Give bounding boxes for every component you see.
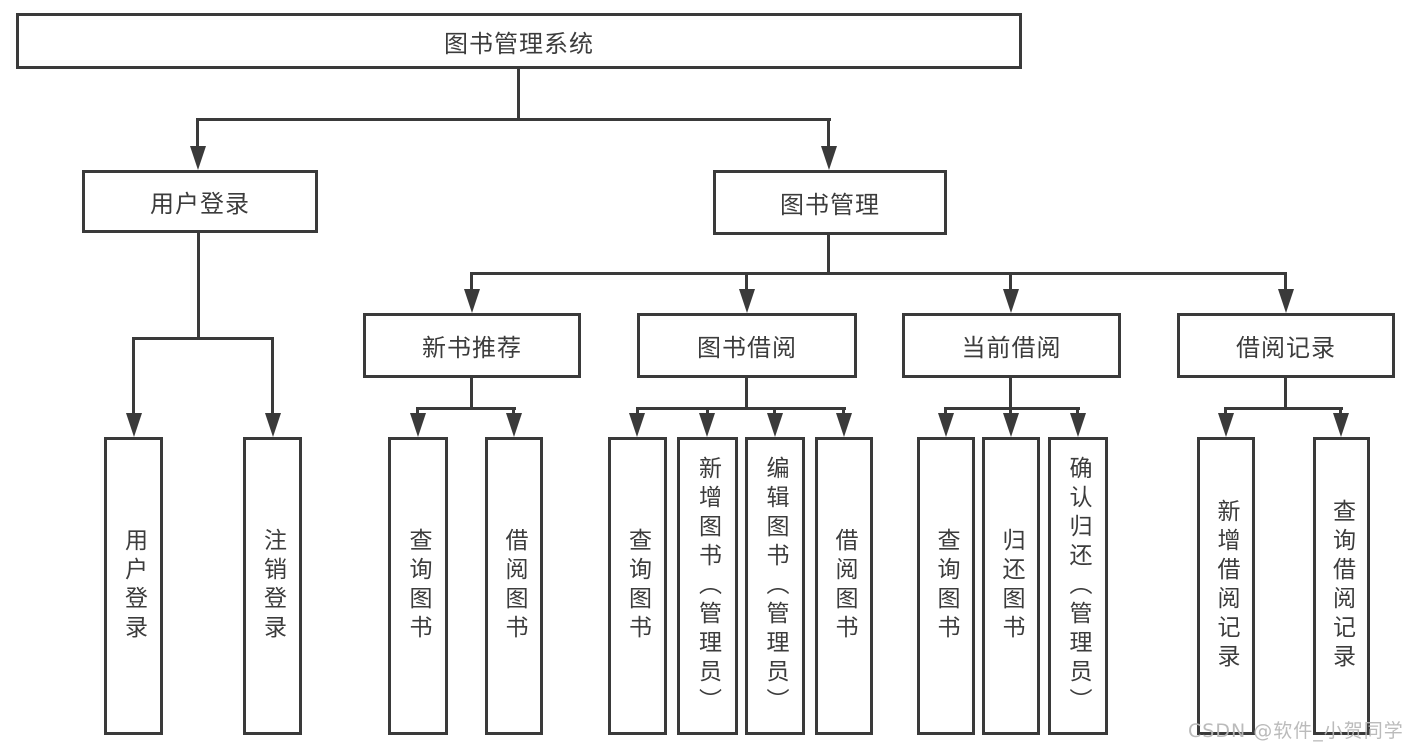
arrowhead-down-icon — [767, 413, 783, 437]
connector-line — [1009, 407, 1012, 417]
connector-line — [944, 407, 947, 417]
leaf-add-borrow-record-label: 新增借阅记录 — [1213, 499, 1239, 673]
arrowhead-down-icon — [126, 413, 142, 437]
connector-line — [416, 407, 419, 417]
leaf-logout: 注销登录 — [243, 437, 302, 735]
node-new-book-recommend: 新书推荐 — [363, 313, 581, 378]
node-book-borrow: 图书借阅 — [637, 313, 857, 378]
watermark: CSDN @软件_小贺同学 — [1188, 720, 1404, 742]
leaf-borrow-book-recommend-label: 借阅图书 — [501, 528, 527, 644]
connector-line — [416, 407, 516, 410]
connector-line — [827, 235, 830, 275]
connector-line — [745, 378, 748, 407]
connector-line — [1009, 378, 1012, 407]
arrowhead-down-icon — [410, 413, 426, 437]
arrowhead-down-icon — [1278, 289, 1294, 313]
connector-line — [944, 407, 1080, 410]
leaf-query-book-borrow: 查询图书 — [608, 437, 667, 735]
connector-line — [1224, 407, 1343, 410]
connector-line — [827, 118, 830, 152]
connector-line — [132, 337, 135, 417]
leaf-confirm-return-admin-label: 确认归还（管理员） — [1065, 455, 1091, 717]
node-borrow-record: 借阅记录 — [1177, 313, 1395, 378]
leaf-query-book-recommend: 查询图书 — [388, 437, 448, 735]
arrowhead-down-icon — [629, 413, 645, 437]
leaf-add-book-admin-label: 新增图书（管理员） — [694, 455, 721, 717]
node-root: 图书管理系统 — [16, 13, 1022, 69]
connector-line — [1224, 407, 1227, 417]
arrowhead-down-icon — [739, 289, 755, 313]
leaf-return-book-label: 归还图书 — [998, 528, 1024, 644]
leaf-query-book-recommend-label: 查询图书 — [405, 528, 431, 644]
connector-line — [196, 118, 199, 152]
connector-line — [197, 233, 200, 337]
connector-line — [636, 407, 846, 410]
arrowhead-down-icon — [836, 413, 852, 437]
leaf-query-book-current-label: 查询图书 — [933, 528, 959, 644]
connector-line — [1009, 272, 1012, 292]
connector-line — [773, 407, 776, 417]
connector-line — [470, 378, 473, 407]
leaf-add-borrow-record: 新增借阅记录 — [1197, 437, 1255, 735]
arrowhead-down-icon — [821, 146, 837, 170]
arrowhead-down-icon — [506, 413, 522, 437]
arrowhead-down-icon — [1070, 413, 1086, 437]
leaf-query-book-borrow-label: 查询图书 — [624, 528, 651, 644]
leaf-user-login: 用户登录 — [104, 437, 163, 735]
leaf-query-borrow-record: 查询借阅记录 — [1313, 437, 1370, 735]
node-current-borrow: 当前借阅 — [902, 313, 1121, 378]
leaf-borrow-book-recommend: 借阅图书 — [485, 437, 543, 735]
leaf-confirm-return-admin: 确认归还（管理员） — [1048, 437, 1108, 735]
connector-line — [512, 407, 515, 417]
leaf-return-book: 归还图书 — [982, 437, 1040, 735]
connector-line — [706, 407, 709, 417]
arrowhead-down-icon — [1218, 413, 1234, 437]
arrowhead-down-icon — [1333, 413, 1349, 437]
arrowhead-down-icon — [190, 146, 206, 170]
connector-line — [517, 69, 520, 118]
arrowhead-down-icon — [1003, 413, 1019, 437]
node-user-login: 用户登录 — [82, 170, 318, 233]
connector-line — [1339, 407, 1342, 417]
leaf-edit-book-admin-label: 编辑图书（管理员） — [762, 455, 788, 717]
connector-line — [132, 337, 274, 340]
arrowhead-down-icon — [1003, 289, 1019, 313]
arrowhead-down-icon — [464, 289, 480, 313]
connector-line — [842, 407, 845, 417]
leaf-edit-book-admin: 编辑图书（管理员） — [745, 437, 805, 735]
leaf-query-book-current: 查询图书 — [917, 437, 975, 735]
arrowhead-down-icon — [699, 413, 715, 437]
connector-line — [745, 272, 748, 292]
connector-line — [1284, 272, 1287, 292]
connector-line — [470, 272, 473, 292]
arrowhead-down-icon — [938, 413, 954, 437]
leaf-user-login-label: 用户登录 — [120, 528, 147, 644]
connector-line — [1076, 407, 1079, 417]
leaf-query-borrow-record-label: 查询借阅记录 — [1328, 499, 1355, 673]
leaf-logout-label: 注销登录 — [259, 528, 286, 644]
connector-line — [271, 337, 274, 417]
connector-line — [470, 272, 1287, 275]
leaf-add-book-admin: 新增图书（管理员） — [677, 437, 738, 735]
leaf-borrow-book-label: 借阅图书 — [831, 528, 857, 644]
connector-line — [196, 118, 831, 121]
leaf-borrow-book: 借阅图书 — [815, 437, 873, 735]
connector-line — [636, 407, 639, 417]
connector-line — [1284, 378, 1287, 407]
node-book-management: 图书管理 — [713, 170, 947, 235]
arrowhead-down-icon — [265, 413, 281, 437]
